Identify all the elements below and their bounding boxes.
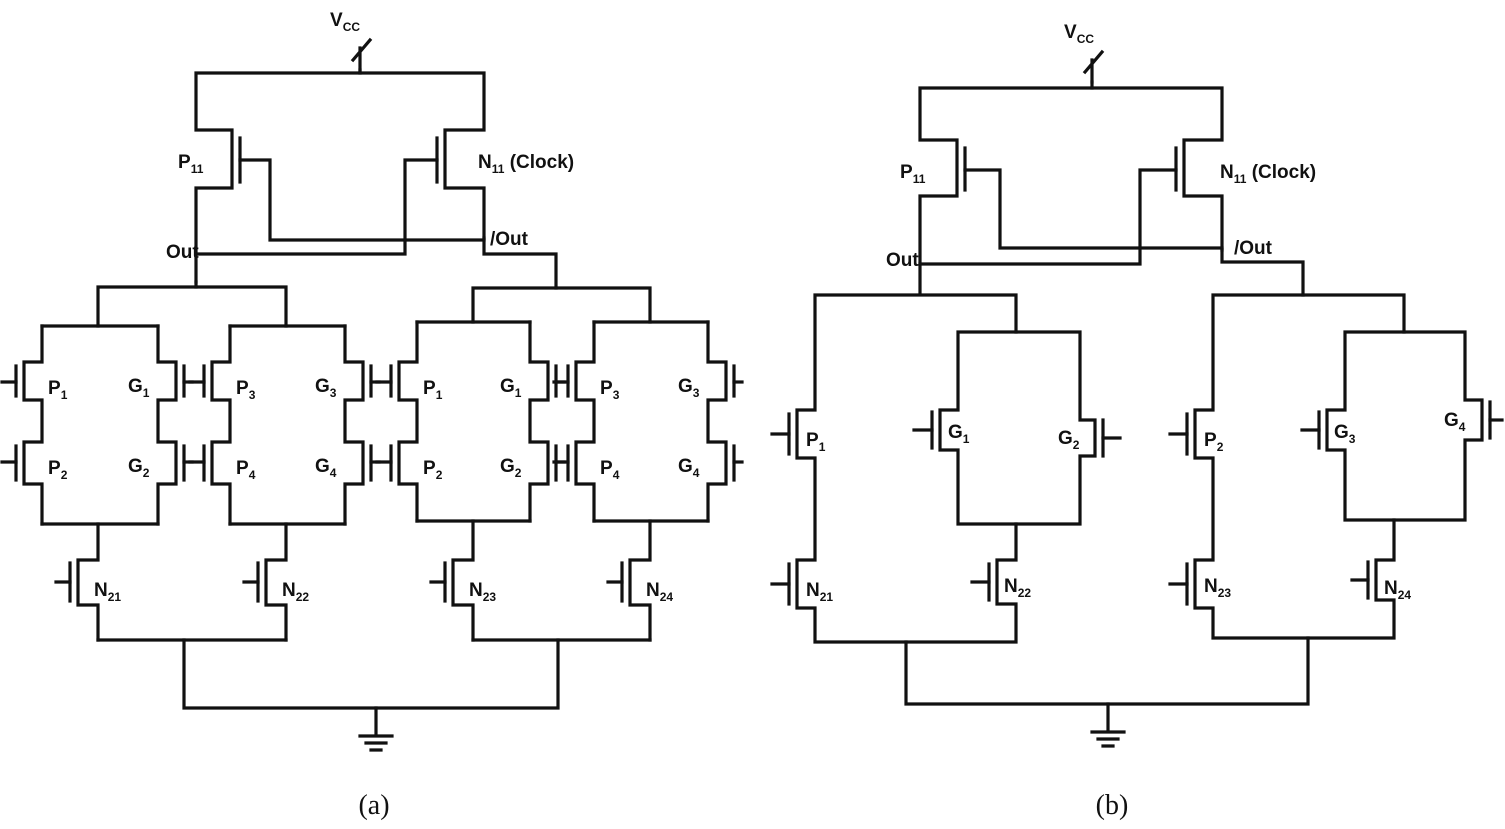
left-stack-a-1 [210,324,232,526]
p11-label-a: P11 [178,152,204,176]
p11-label-b: P11 [900,162,926,186]
pmos-label-a-2: P3 [236,378,256,402]
circuit-symbols [350,37,1126,752]
ground-bus-a [182,638,560,710]
gate-label-a-6: G3 [678,376,700,400]
left-stack-a-0 [22,324,44,526]
vcc-supply-a [350,37,373,72]
left-group-b [795,293,1018,644]
pullup-right-a [358,71,486,240]
caption-a: (a) [358,790,389,821]
vcc-supply-b [1082,49,1105,84]
nmos-a-0 [76,522,100,642]
nout-label-a: /Out [490,229,529,250]
right-stack-a-3 [706,320,728,523]
nout-node-b [1220,248,1305,297]
nout-node-a [482,236,558,290]
left-stack-a-2 [397,320,419,523]
out-label-a: Out [166,242,199,263]
pmos-label-a-3: P4 [236,458,256,482]
pmos-label-a-4: P1 [423,378,443,402]
gate-label-b-3: G4 [1444,410,1466,434]
gate-label-a-0: G1 [128,376,150,400]
nmos-label-b-3: N24 [1384,578,1411,602]
ground-b [1090,702,1126,748]
p11-gate-wire-b [963,168,1224,250]
pmos-label-b-1: P2 [1204,430,1224,454]
ground-bus-b [904,636,1310,706]
gate-label-a-2: G3 [315,376,337,400]
pmos-label-b-0: P1 [806,430,826,454]
right-stack-a-0 [156,324,178,526]
pmos-label-a-6: P3 [600,378,620,402]
gate-label-a-4: G1 [500,376,522,400]
gate-label-a-1: G2 [128,456,150,480]
gate-label-a-7: G4 [678,456,700,480]
nout-label-b: /Out [1234,238,1273,259]
nmos-label-a-3: N24 [646,580,673,604]
inner-box-right-b [1325,330,1484,522]
nmos-label-b-1: N22 [1004,576,1031,600]
nmos-label-a-2: N23 [469,580,496,604]
right-stack-a-2 [528,320,550,523]
nmos-a-2 [451,519,475,642]
out-label-b: Out [886,250,919,271]
pullup-left-b [918,80,1094,294]
n11-label-a: N11 (Clock) [478,152,574,176]
nmos-label-a-0: N21 [94,580,121,604]
pmos-label-a-5: P2 [423,458,443,482]
left-stack-a-3 [574,320,596,523]
nmos-label-a-1: N22 [282,580,309,604]
pullup-right-b [1090,86,1224,252]
gate-label-a-3: G4 [315,456,337,480]
gate-label-a-5: G2 [500,456,522,480]
n11-gate-wire-a [194,158,439,256]
vcc-label-b: VCC [1064,22,1094,46]
inner-box-left-b [938,330,1097,526]
ground-a [358,706,394,752]
nmos-a-1 [264,522,288,642]
out-split-a [96,285,288,328]
pmos-label-a-1: P2 [48,458,68,482]
right-stack-a-1 [343,324,365,526]
pmos-label-a-0: P1 [48,378,68,402]
nout-split-a [471,286,652,324]
gate-label-b-1: G2 [1058,428,1080,452]
nmos-label-b-0: N21 [806,580,833,604]
vcc-label-a: VCC [330,10,360,34]
n11-gate-wire-b [918,168,1178,266]
caption-b: (b) [1096,790,1129,821]
pullup-left-a [194,68,362,284]
nmos-label-b-2: N23 [1204,576,1231,600]
pmos-label-a-7: P4 [600,458,620,482]
p11-gate-wire-a [238,158,486,242]
gate-label-b-2: G3 [1334,422,1356,446]
nmos-a-3 [628,519,652,642]
gate-label-b-0: G1 [948,422,970,446]
n11-label-b: N11 (Clock) [1220,162,1316,186]
right-group-b [1193,293,1406,640]
